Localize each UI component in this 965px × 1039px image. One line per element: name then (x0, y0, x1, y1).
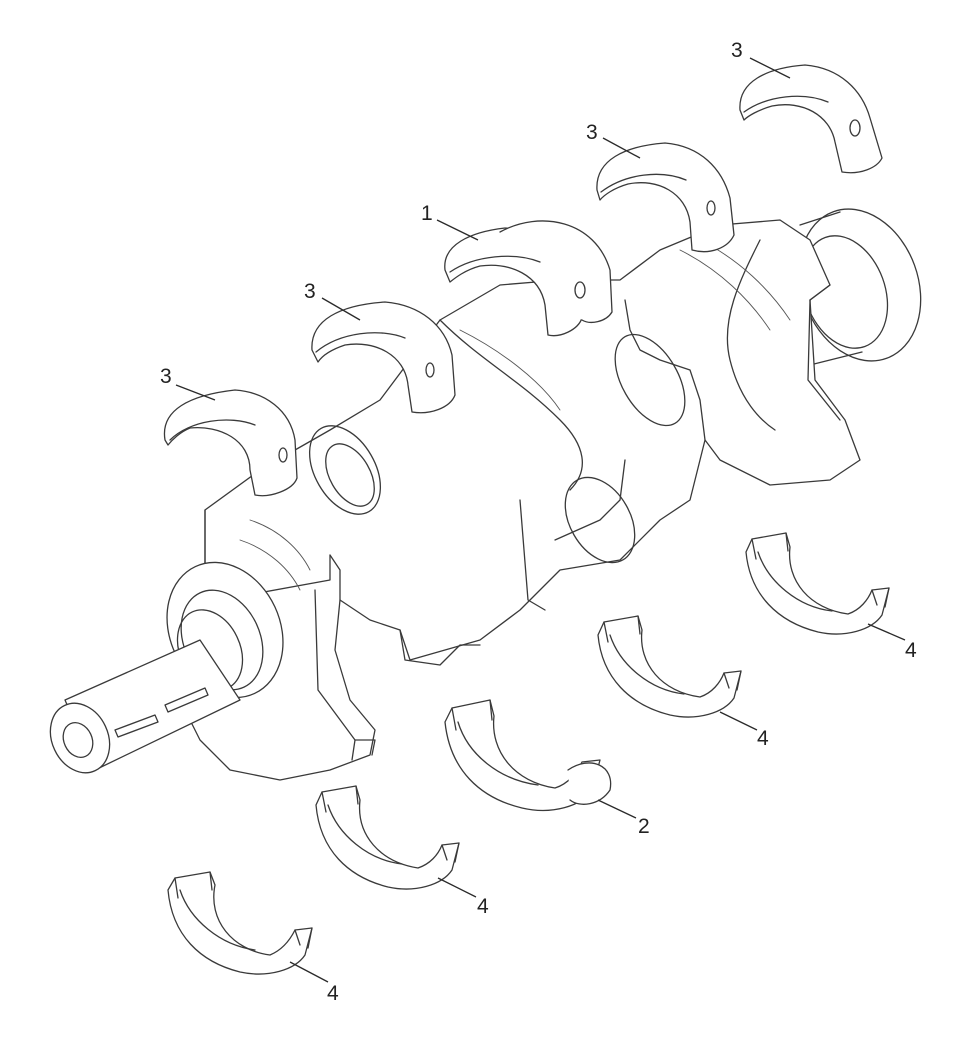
upper-bearing-3d (739, 64, 883, 174)
lower-bearing-4a (167, 871, 313, 975)
crankshaft-rear-flange (798, 208, 922, 366)
callout-1: 1 (421, 202, 433, 225)
crankshaft (49, 208, 922, 781)
upper-bearing-3a (163, 389, 298, 497)
leader-lines (175, 57, 906, 983)
lower-bearing-4b (315, 785, 460, 890)
callout-2: 2 (638, 815, 650, 838)
callout-3: 3 (160, 365, 172, 388)
keyway-slot (164, 687, 209, 713)
crankshaft-body (179, 219, 861, 781)
lower-bearing-2 (444, 699, 612, 812)
callout-3: 3 (731, 39, 743, 62)
lower-bearing-4d (745, 532, 890, 635)
lower-bearing-4c (597, 615, 742, 718)
upper-bearing-3b (311, 301, 456, 414)
upper-bearing-1 (444, 220, 613, 337)
callout-4: 4 (327, 982, 339, 1005)
callout-4: 4 (757, 727, 769, 750)
crankshaft-nose (49, 639, 241, 774)
callout-3: 3 (304, 280, 316, 303)
upper-bearing-3c (596, 142, 735, 253)
callout-labels: 3 3 1 3 3 4 4 2 4 4 (160, 39, 917, 1005)
callout-4: 4 (477, 895, 489, 918)
keyway-slot (114, 714, 159, 738)
callout-4: 4 (905, 639, 917, 662)
callout-3: 3 (586, 121, 598, 144)
